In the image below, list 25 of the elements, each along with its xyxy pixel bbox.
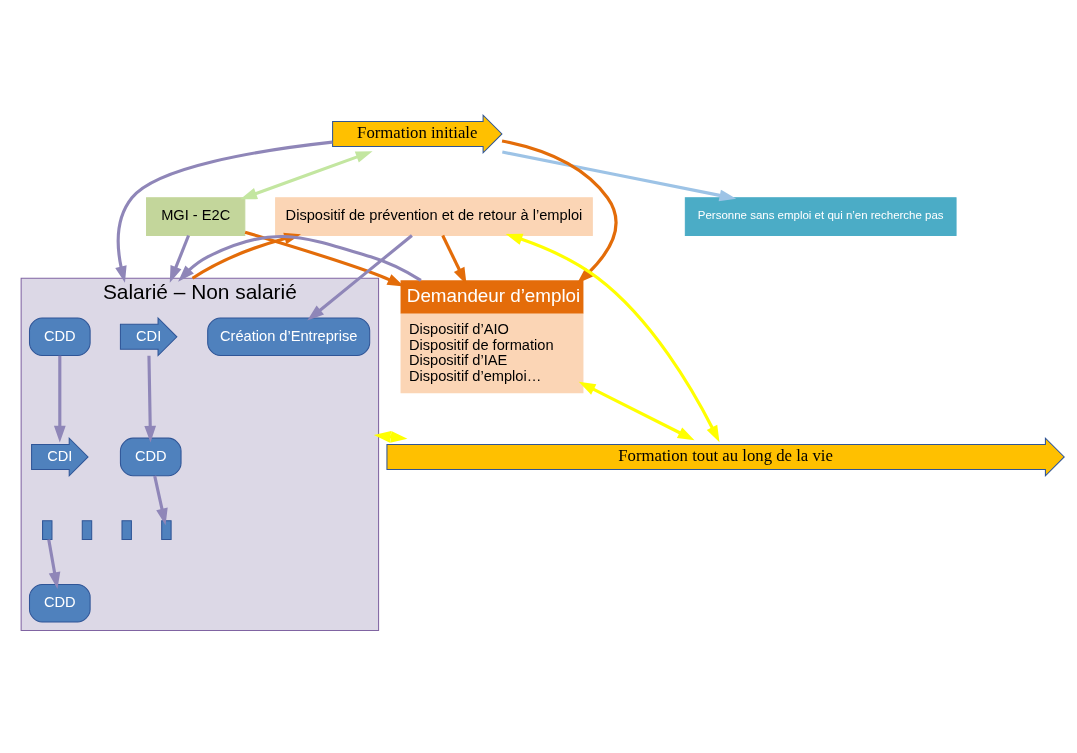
arrow xyxy=(505,233,720,442)
arrow xyxy=(578,381,695,440)
node-box: CDD xyxy=(28,583,91,623)
node-box xyxy=(81,519,93,540)
arrow xyxy=(502,149,737,201)
arrow xyxy=(307,233,413,321)
node-box: Création d’Entreprise xyxy=(207,316,371,356)
arrow xyxy=(441,234,467,284)
arrow xyxy=(373,430,408,443)
arrow xyxy=(153,475,168,525)
arrow xyxy=(144,355,157,443)
node-box xyxy=(161,519,172,540)
node-box xyxy=(42,519,53,540)
arrow xyxy=(115,140,333,283)
node-box xyxy=(121,519,132,540)
arrow xyxy=(169,234,190,283)
node-box: Dispositif de prévention et de retour à l’emploi xyxy=(275,196,593,236)
arrow xyxy=(501,138,618,283)
node-box: Personne sans emploi et qui n’en recherche pas xyxy=(684,196,957,236)
node-box: MGI - E2C xyxy=(146,196,246,236)
arrow xyxy=(240,150,373,199)
node-box: CDD xyxy=(28,316,91,356)
arrow xyxy=(47,538,61,589)
node-box: CDD xyxy=(119,437,182,476)
arrow xyxy=(53,355,66,443)
